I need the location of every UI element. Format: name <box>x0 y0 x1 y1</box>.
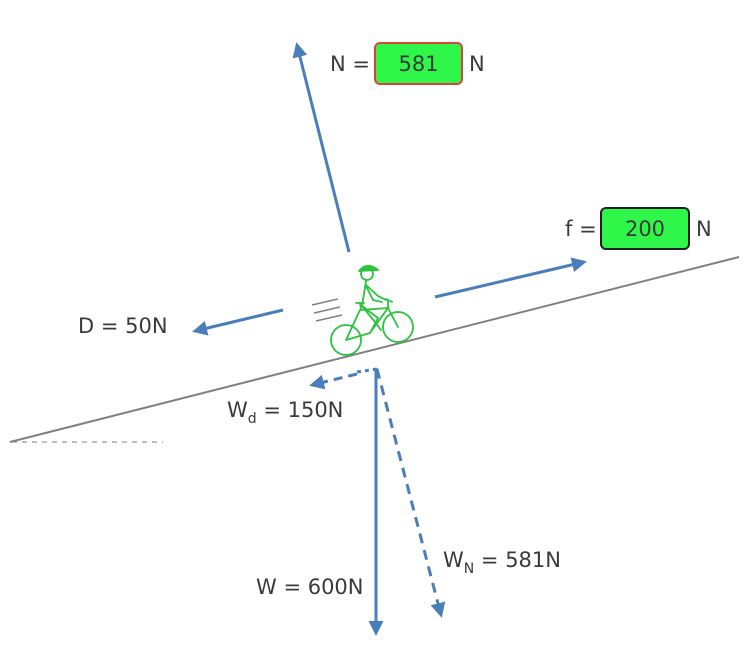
weight-down-slope-label: Wd = 150N <box>227 398 344 427</box>
drag-force-arrow <box>192 308 284 336</box>
speed-lines-icon <box>311 298 343 322</box>
friction-force-arrow <box>434 257 587 299</box>
friction-force-prefix: f = <box>565 217 597 241</box>
weight-connector <box>356 367 378 374</box>
normal-force-unit: N <box>469 52 485 76</box>
drag-force-label: D = 50N <box>78 314 168 338</box>
slope-line <box>9 256 740 443</box>
friction-force-input[interactable]: 200 <box>600 207 690 250</box>
normal-force-arrow <box>292 42 351 253</box>
cyclist-icon <box>330 264 414 356</box>
weight-normal-arrow <box>375 368 446 618</box>
friction-force-unit: N <box>696 217 712 241</box>
weight-label: W = 600N <box>256 575 364 599</box>
normal-force-prefix: N = <box>330 52 370 76</box>
normal-force-input[interactable]: 581 <box>374 42 463 85</box>
weight-normal-label: WN = 581N <box>443 548 561 577</box>
weight-down-slope-arrow <box>309 372 358 390</box>
